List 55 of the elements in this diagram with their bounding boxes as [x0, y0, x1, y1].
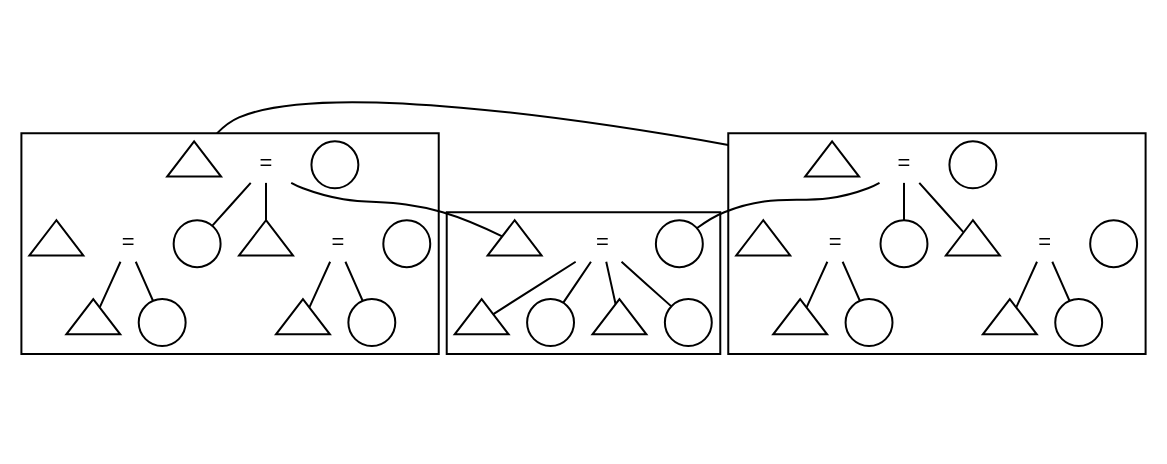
node-triangle: [734, 218, 793, 257]
node-triangle: [237, 218, 295, 257]
node-triangle: [943, 218, 1002, 257]
node-triangle: [64, 297, 123, 336]
node-triangle: [165, 139, 224, 178]
node-triangle: [771, 297, 830, 336]
node-triangle: [452, 297, 511, 336]
node-text: =: [897, 150, 911, 176]
connector: [918, 181, 965, 234]
node-circle: [844, 298, 894, 348]
node-circle: [948, 140, 998, 190]
node-circle: [654, 219, 704, 269]
node-triangle: [485, 218, 544, 257]
connector: [211, 181, 252, 227]
connector: [1015, 260, 1038, 309]
connector: [605, 260, 617, 306]
node-circle: [1054, 298, 1104, 348]
node-circle: [526, 298, 575, 348]
connector: [841, 260, 861, 302]
node-circle: [1089, 219, 1139, 269]
node-triangle: [803, 139, 862, 178]
connector: [215, 101, 730, 146]
node-triangle: [27, 218, 86, 257]
node-circle: [382, 219, 432, 269]
node-circle: [172, 219, 222, 269]
connector: [562, 260, 592, 304]
node-text: =: [121, 229, 135, 255]
node-text: =: [331, 229, 345, 255]
connector: [620, 260, 673, 308]
node-circle: [310, 140, 360, 190]
node-triangle: [980, 297, 1039, 336]
node-text: =: [1038, 229, 1052, 255]
node-text: =: [596, 229, 609, 255]
node-triangle: [273, 297, 332, 336]
connector: [903, 181, 905, 222]
node-text: =: [259, 150, 273, 176]
connector: [308, 260, 332, 309]
node-circle: [663, 298, 713, 348]
node-triangle: [590, 297, 649, 336]
node-text: =: [828, 229, 842, 255]
connector: [98, 260, 122, 309]
connector: [290, 181, 504, 238]
connector: [805, 260, 829, 309]
connector: [344, 260, 364, 302]
connector: [696, 181, 881, 230]
connector: [492, 260, 577, 316]
connector: [1051, 260, 1071, 302]
connector: [265, 181, 267, 222]
cluster: [20, 132, 440, 355]
node-circle: [137, 298, 187, 348]
cluster: [727, 132, 1147, 355]
connector: [134, 260, 154, 302]
cluster: [445, 211, 722, 355]
node-circle: [347, 298, 397, 348]
node-circle: [879, 219, 929, 269]
